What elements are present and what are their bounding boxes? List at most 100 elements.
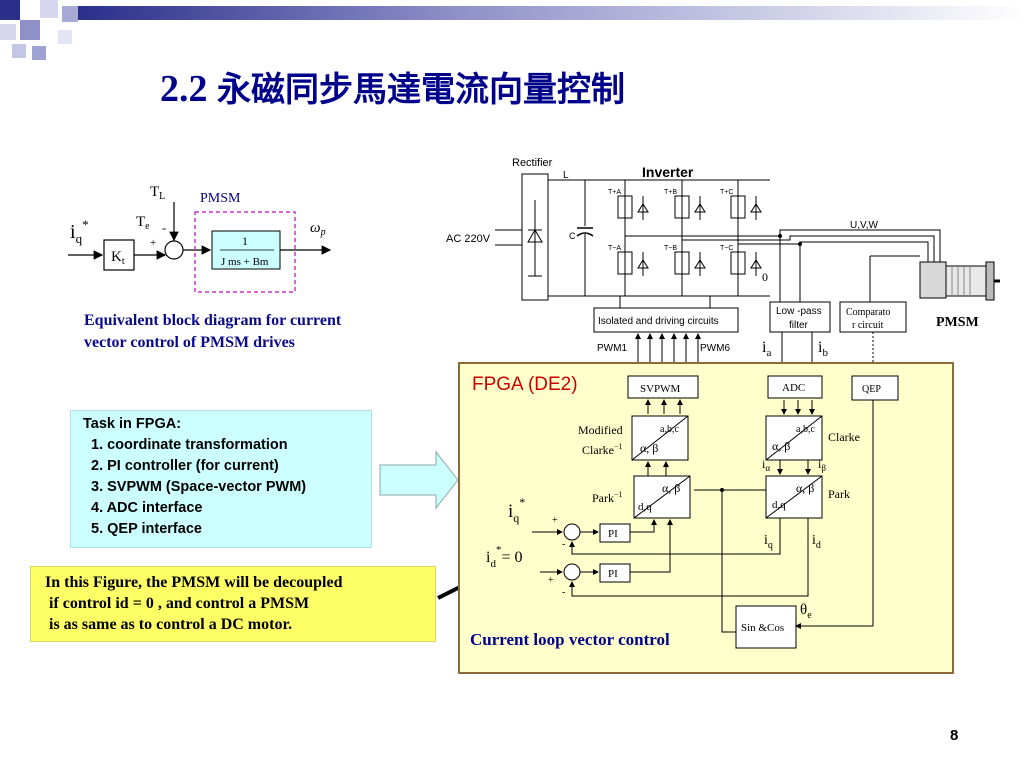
iq-feedback-line: [569, 518, 781, 555]
i-alpha-label: iα: [762, 457, 770, 473]
svpwm-label: SVPWM: [640, 383, 681, 395]
dq-label: d,q: [772, 499, 786, 511]
inverter-leg-b: T+B T−B: [664, 180, 706, 296]
adc-label: ADC: [782, 382, 805, 394]
title-text: 永磁同步馬達電流向量控制: [217, 70, 625, 110]
motor-icon: [919, 261, 1000, 301]
abc-label: a,b,c: [660, 424, 679, 435]
caption-line-2: vector control of PMSM drives: [84, 334, 295, 351]
tl-label: TL: [150, 184, 165, 202]
task-item: 4. ADC interface: [91, 500, 203, 516]
pwm1-label: PWM1: [597, 343, 627, 354]
pi-controller-d: [599, 563, 631, 583]
plus-sign: +: [552, 515, 558, 526]
deco-square: [0, 0, 20, 20]
comparator-label-2: r circuit: [852, 320, 884, 331]
phase-line-u: [625, 229, 941, 262]
ground-zero-label: 0: [762, 270, 768, 284]
task-item: 2. PI controller (for current): [91, 458, 279, 474]
pwm6-label: PWM6: [700, 343, 730, 354]
task-item: 1. coordinate transformation: [91, 437, 288, 453]
id-feedback-line: [569, 518, 809, 597]
gain-label: Kt: [111, 249, 125, 267]
title-number: 2.2: [160, 68, 208, 110]
svg-text:T−C: T−C: [720, 245, 733, 252]
inv-park-label: Park−1: [592, 490, 623, 505]
pwm-arrows: [635, 333, 701, 362]
id-ref-label: id*= 0: [486, 544, 522, 570]
sincos-block: [735, 605, 797, 649]
iq-ref-label: iq*: [508, 495, 525, 525]
ia-label: ia: [762, 339, 771, 359]
comparator-label-1: Comparato: [846, 307, 890, 318]
omega-output-label: ωp: [310, 220, 326, 238]
note-box: In this Figure, the PMSM will be decoupl…: [30, 566, 436, 642]
deco-square: [40, 0, 58, 18]
inverter-leg-a: T+A T−A: [608, 180, 649, 296]
task-item: 5. QEP interface: [91, 521, 202, 537]
fpga-region: [458, 362, 954, 674]
pi-label: PI: [608, 568, 618, 580]
transform-diagonal: [631, 415, 689, 461]
note-line: In this Figure, the PMSM will be decoupl…: [45, 574, 343, 591]
ac-source-label: AC 220V: [446, 233, 491, 245]
uvw-label: U,V,W: [850, 220, 879, 231]
svg-text:T+B: T+B: [664, 189, 677, 196]
alphabeta-label: α, β: [796, 481, 814, 495]
svg-text:T+C: T+C: [720, 189, 733, 196]
mod-clarke-label-1: Modified: [578, 423, 623, 437]
task-item: 3. SVPWM (Space-vector PWM): [91, 479, 307, 495]
note-line: is as same as to control a DC motor.: [45, 616, 293, 633]
phase-line-v: [682, 235, 935, 262]
capacitor-label: C: [569, 231, 576, 241]
figure-caption: Equivalent block diagram for current vec…: [84, 310, 341, 354]
park-label: Park: [828, 487, 850, 501]
caption-line-1: Equivalent block diagram for current: [84, 312, 342, 329]
theta-line: [721, 490, 736, 633]
isolation-label: Isolated and driving circuits: [598, 316, 719, 327]
pmsm-dashed-box: [194, 211, 296, 293]
motor-label: PMSM: [936, 315, 979, 330]
alphabeta-label: α, β: [662, 481, 680, 495]
lowpass-label-1: Low -pass: [776, 306, 822, 317]
qep-label: QEP: [862, 384, 881, 395]
lowpass-label-2: filter: [789, 320, 809, 331]
deco-square: [0, 24, 16, 40]
gain-block: [103, 239, 135, 271]
pmsm-label: PMSM: [200, 191, 241, 206]
page-number: 8: [950, 727, 959, 744]
theta-input-line: [795, 400, 874, 629]
capacitor-icon: [576, 232, 594, 237]
qep-block: [851, 375, 899, 401]
dq-label: d,q: [638, 501, 652, 513]
svg-text:T+A: T+A: [608, 189, 621, 196]
signal-line: [630, 519, 657, 533]
ib-label: ib: [818, 339, 828, 359]
pi-label: PI: [608, 528, 618, 540]
summing-junction: [563, 523, 581, 541]
te-label: Te: [136, 214, 150, 232]
minus-sign: -: [562, 539, 565, 550]
abc-label: a,b,c: [796, 424, 815, 435]
task-heading: Task in FPGA:: [83, 416, 182, 432]
transform-diagonal: [633, 475, 691, 519]
minus-sign: -: [162, 220, 166, 235]
slide-title: 2.2 永磁同步馬達電流向量控制: [160, 62, 625, 111]
minus-sign: -: [562, 587, 565, 598]
id-fb-label: id: [812, 533, 821, 551]
signal-line: [630, 519, 673, 573]
tf-denominator: J ms + Bm: [221, 256, 269, 268]
plus-sign: +: [548, 575, 554, 586]
sincos-label: Sin &Cos: [741, 622, 784, 634]
summing-junction: [563, 563, 581, 581]
transform-diagonal: [765, 475, 823, 519]
deco-square: [12, 44, 26, 58]
deco-square: [58, 30, 72, 44]
current-loop-label: Current loop vector control: [470, 630, 670, 649]
pi-controller-q: [599, 523, 631, 543]
inductor-label: L: [563, 170, 569, 181]
power-circuit: Rectifier AC 220V L C Inverter T+A T−A: [446, 157, 1000, 376]
isolation-block: [593, 307, 739, 333]
